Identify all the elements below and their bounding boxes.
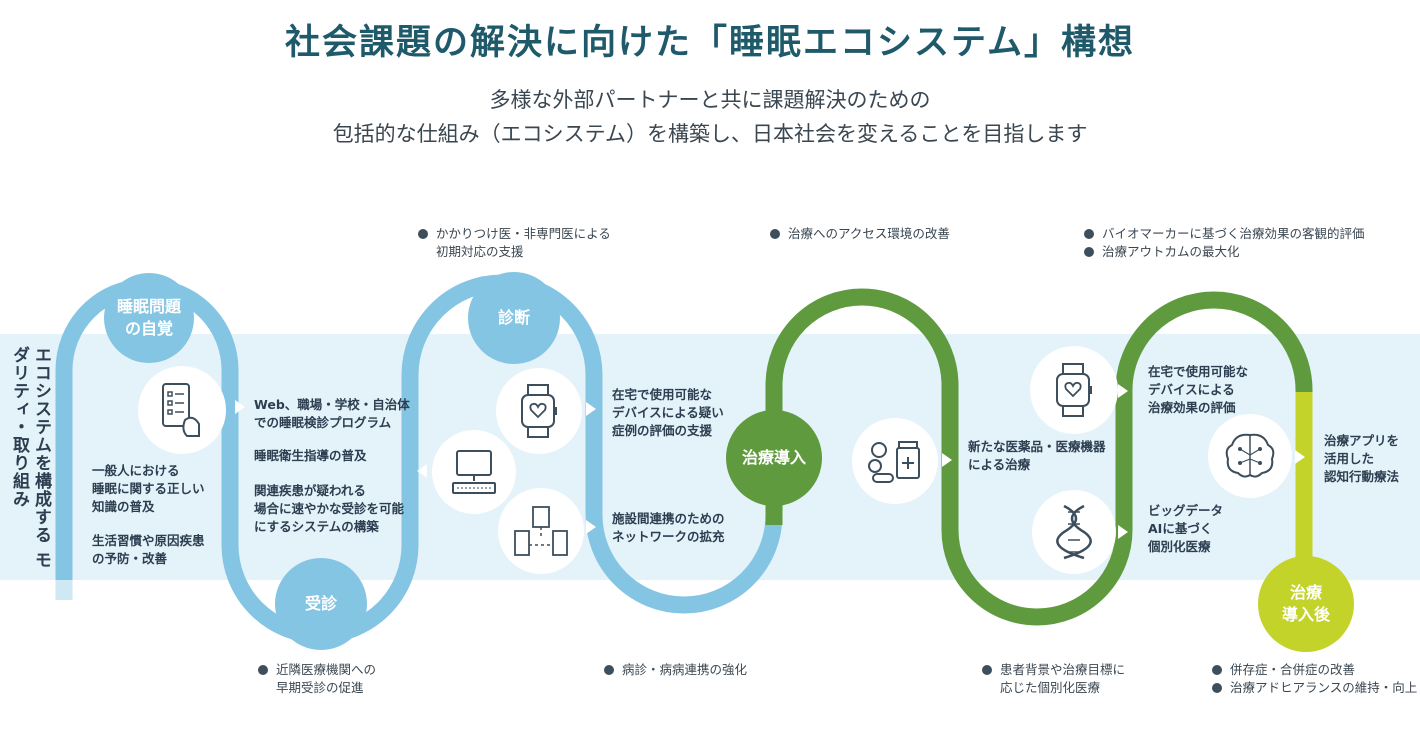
text-public-knowledge: 一般人における 睡眠に関する正しい 知識の普及 — [92, 463, 205, 515]
note-adherence: 治療アドヒアランスの維持・向上 — [1212, 679, 1417, 697]
bullet-icon — [604, 665, 614, 675]
note-access: 治療へのアクセス環境の改善 — [770, 225, 950, 243]
text-lifestyle: 生活習慣や原因疾患 の予防・改善 — [92, 533, 205, 567]
computer-icon — [432, 430, 516, 514]
medicine-icon — [852, 418, 938, 504]
arrow-right-icon — [1295, 450, 1305, 464]
arrow-right-icon — [586, 520, 596, 534]
bullet-icon — [1084, 247, 1094, 257]
checklist-phone-icon — [138, 366, 226, 454]
text-screening: Web、職場・学校・自治体 での睡眠検診プログラム — [254, 397, 410, 431]
note-outcome: 治療アウトカムの最大化 — [1084, 243, 1240, 261]
text-guidance: 睡眠衛生指導の普及 — [254, 448, 367, 463]
hospitals-network-icon — [498, 488, 584, 574]
arrow-right-icon — [1118, 384, 1128, 398]
note-early-visit: 近隣医療機関への早期受診の促進 — [258, 661, 376, 697]
bullet-icon — [418, 229, 428, 239]
arrow-right-icon — [235, 400, 245, 414]
text-home-device: 在宅で使用可能な デバイスによる疑い 症例の評価の支援 — [612, 387, 724, 439]
text-network: 施設間連携のための ネットワークの拡充 — [612, 511, 725, 545]
stage-visit: 受診 — [275, 558, 367, 650]
bullet-icon — [982, 665, 992, 675]
text-system: 関連疾患が疑われる 場合に速やかな受診を可能 にするシステムの構築 — [254, 483, 405, 535]
bullet-icon — [770, 229, 780, 239]
arrow-left-icon — [417, 464, 427, 478]
note-linkage: 病診・病病連携の強化 — [604, 661, 747, 679]
text-new-drug: 新たな医薬品・医療機器 による治療 — [968, 439, 1106, 473]
bullet-icon — [1084, 229, 1094, 239]
dna-icon — [1032, 490, 1116, 574]
side-label: エコシステムを構成する モダリティ・取り組み — [9, 346, 51, 569]
smartwatch-icon — [496, 368, 582, 454]
arrow-right-icon — [1118, 525, 1128, 539]
bullet-icon — [258, 665, 268, 675]
arrow-right-icon — [586, 402, 596, 416]
stage-awareness: 睡眠問題 の自覚 — [104, 273, 194, 363]
subtitle-line-2: 包括的な仕組み（エコシステム）を構築し、日本社会を変えることを目指します — [332, 122, 1088, 146]
stage-treatment: 治療導入 — [726, 410, 822, 506]
text-app: 治療アプリを 活用した 認知行動療法 — [1324, 433, 1400, 485]
note-comorbidity: 併存症・合併症の改善 — [1212, 661, 1355, 679]
page-title: 社会課題の解決に向けた「睡眠エコシステム」構想 — [285, 23, 1135, 63]
subtitle-line-1: 多様な外部パートナーと共に課題解決のための — [489, 88, 931, 112]
note-personalized: 患者背景や治療目標に応じた個別化医療 — [982, 661, 1125, 697]
bullet-icon — [1212, 683, 1222, 693]
text-bigdata: ビッグデータ AIに基づく 個別化医療 — [1148, 503, 1224, 555]
stage-diagnosis: 診断 — [468, 272, 560, 364]
stage-after-treatment: 治療 導入後 — [1258, 556, 1354, 652]
ai-brain-icon — [1208, 414, 1292, 498]
note-diagnosis-support: かかりつけ医・非専門医による初期対応の支援 — [418, 225, 611, 261]
text-device-eval: 在宅で使用可能な デバイスによる 治療効果の評価 — [1148, 364, 1249, 416]
note-biomarker: バイオマーカーに基づく治療効果の客観的評価 — [1084, 225, 1365, 243]
smartwatch-icon-2 — [1030, 346, 1118, 434]
bullet-icon — [1212, 665, 1222, 675]
arrow-right-icon — [942, 453, 952, 467]
